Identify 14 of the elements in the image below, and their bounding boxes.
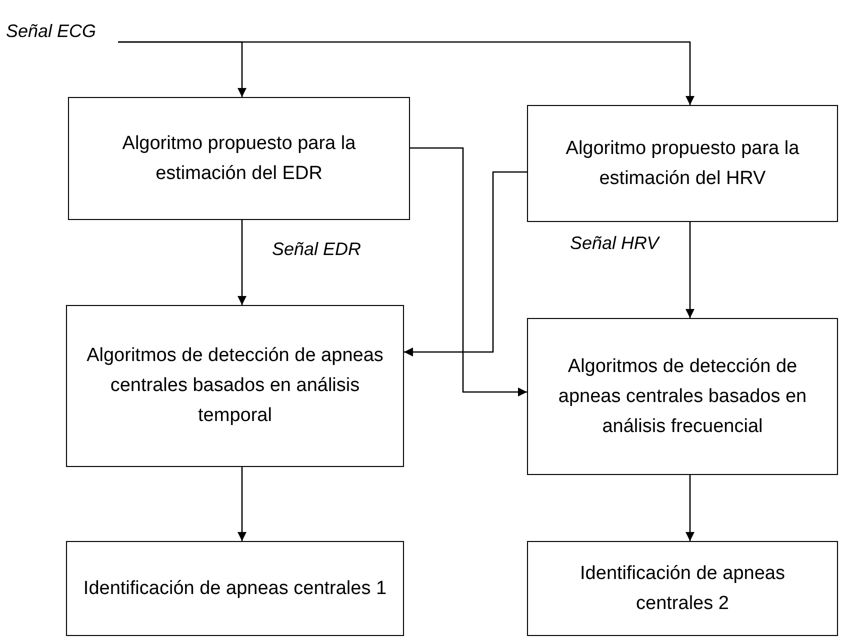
- process-box: Identificación de apneas centrales 1: [66, 541, 404, 636]
- arrow: [410, 147, 527, 396]
- arrow: [404, 171, 527, 356]
- process-box: Identificación de apneas centrales 2: [527, 541, 838, 636]
- arrow: [118, 41, 694, 105]
- arrow: [686, 222, 694, 318]
- signal-label: Señal ECG: [6, 18, 118, 44]
- arrow: [238, 467, 246, 541]
- process-box: Algoritmo propuesto para la estimación del EDR: [68, 97, 410, 220]
- arrow: [238, 220, 246, 305]
- arrow: [686, 475, 694, 541]
- process-box: Algoritmos de detección de apneas centrales basados en análisis temporal: [66, 305, 404, 467]
- process-box: Algoritmos de detección de apneas centrales basados en análisis frecuencial: [527, 318, 838, 475]
- process-box: Algoritmo propuesto para la estimación del HRV: [527, 105, 838, 222]
